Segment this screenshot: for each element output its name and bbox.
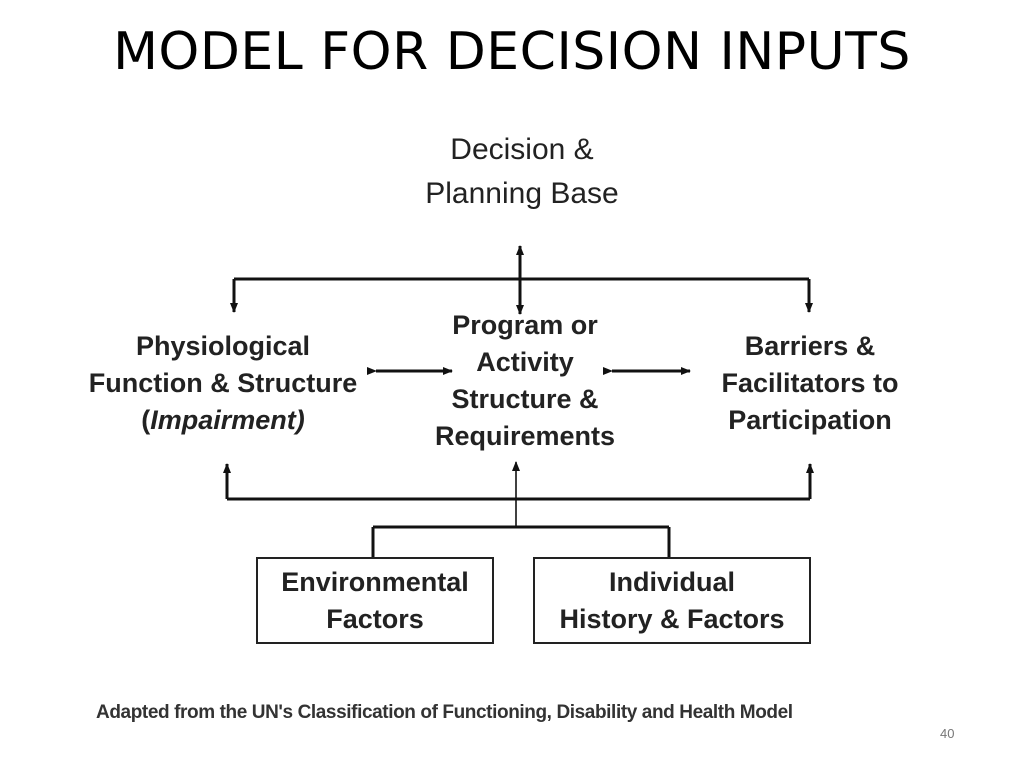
environmental-factors-box: Environmental Factors: [256, 557, 494, 644]
source-caption: Adapted from the UN's Classification of …: [96, 702, 793, 723]
program-activity-node: Program or Activity Structure & Requirem…: [400, 307, 650, 455]
barriers-facilitators-node: Barriers & Facilitators to Participation: [690, 328, 930, 439]
impairment-label: Impairment): [150, 405, 305, 435]
slide-title: MODEL FOR DECISION INPUTS: [113, 22, 911, 82]
decision-planning-base-line2: Planning Base: [425, 177, 619, 210]
decision-planning-base-line1: Decision &: [450, 133, 594, 166]
barriers-line3: Participation: [728, 405, 892, 435]
physiological-function-node: Physiological Function & Structure (Impa…: [58, 328, 388, 439]
physiological-line2: Function & Structure: [88, 368, 358, 398]
physiological-line3: (Impairment): [58, 402, 388, 439]
barriers-line2: Facilitators to: [721, 368, 899, 398]
program-line3: Structure &: [451, 384, 599, 414]
page-number: 40: [940, 726, 955, 741]
program-line2: Activity: [476, 347, 574, 377]
barriers-line1: Barriers &: [744, 331, 876, 361]
decision-planning-base: Decision & Planning Base: [372, 128, 672, 216]
physiological-line1: Physiological: [135, 331, 311, 361]
program-line1: Program or: [452, 310, 598, 340]
individual-history-box: Individual History & Factors: [533, 557, 811, 644]
ind-box-line2: History & Factors: [559, 603, 785, 634]
env-box-line2: Factors: [326, 603, 424, 634]
env-box-line1: Environmental: [281, 566, 469, 597]
program-line4: Requirements: [434, 421, 616, 451]
impairment-paren: (: [141, 405, 151, 435]
ind-box-line1: Individual: [608, 566, 735, 597]
